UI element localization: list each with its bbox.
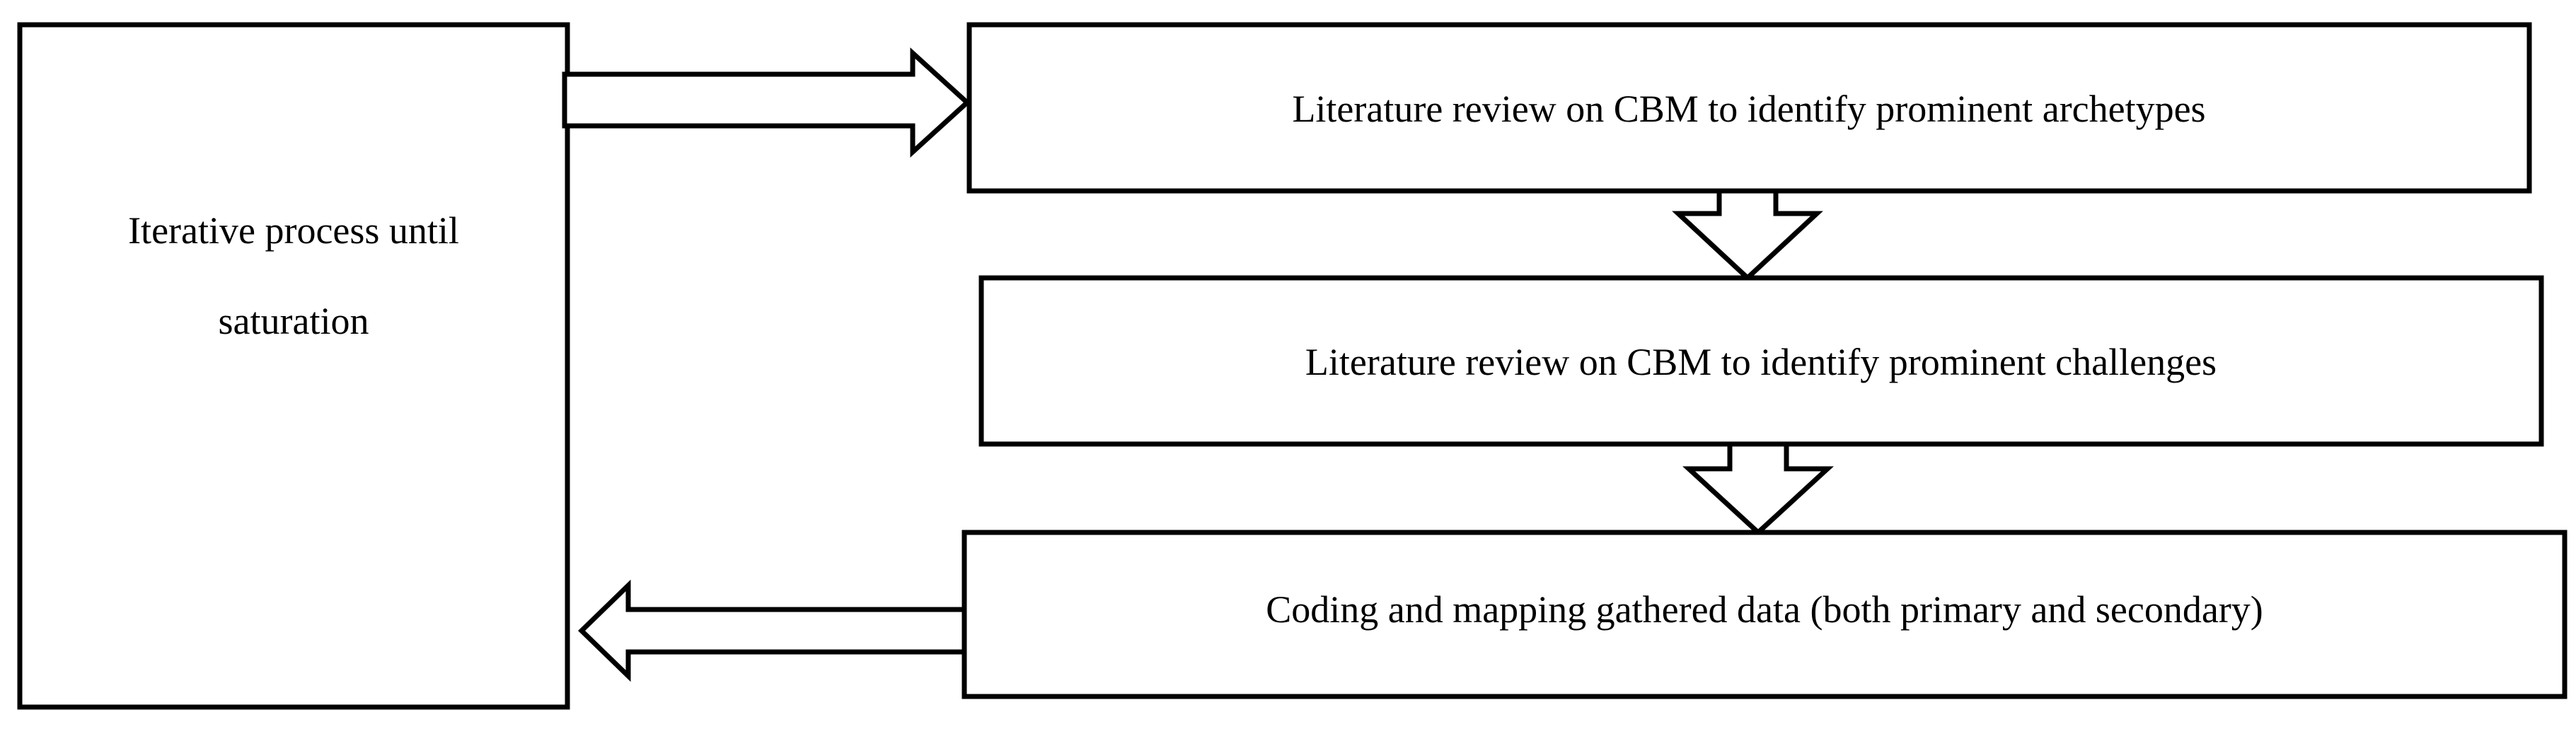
arrow-down-to-coding [1682, 441, 1834, 536]
iterative-process-label-line1: Iterative process until [128, 209, 459, 252]
arrow-down-to-challenges [1672, 188, 1823, 281]
step-label-archetypes: Literature review on CBM to identify pro… [1292, 88, 2205, 130]
arrow-right-to-archetypes [562, 47, 971, 158]
step-box-coding [961, 530, 2568, 699]
step-label-challenges: Literature review on CBM to identify pro… [1305, 341, 2217, 383]
iterative-process-box [17, 22, 570, 710]
step-label-coding: Coding and mapping gathered data (both p… [1266, 588, 2263, 631]
iterative-process-label-line2: saturation [219, 300, 369, 342]
arrow-left-to-iterative [577, 579, 967, 682]
step-box-challenges [978, 275, 2544, 447]
step-box-archetypes [966, 22, 2532, 194]
